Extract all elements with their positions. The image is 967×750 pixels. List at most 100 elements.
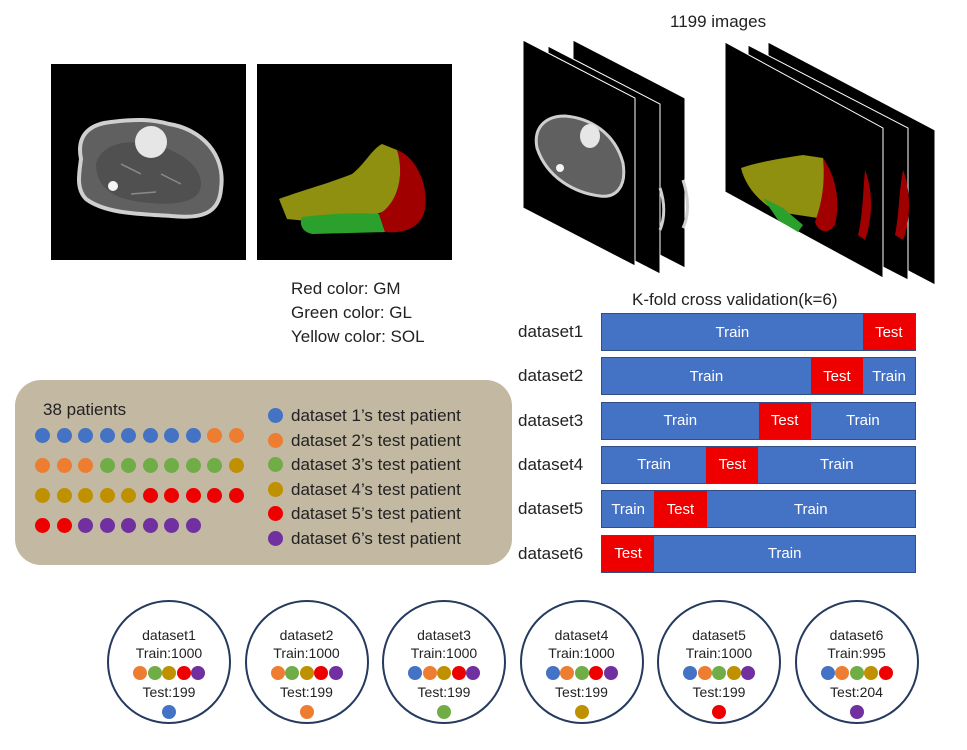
summary-train-dot-orange: [697, 666, 712, 680]
summary-test: Test:199: [417, 684, 471, 700]
cv-segment-train: Train: [793, 500, 828, 518]
cv-fold-label: dataset4: [518, 454, 584, 474]
patient-dot-purple: [185, 518, 201, 533]
summary-train-dot-green: [574, 666, 589, 680]
patient-dot-orange: [35, 458, 50, 473]
summary-train-dot-purple: [741, 666, 755, 680]
patient-dot-purple: [164, 518, 179, 533]
summary-train-dot-green: [285, 666, 299, 680]
cv-fold-label: dataset5: [518, 499, 584, 519]
summary-train-dot-gold: [437, 666, 451, 680]
summary-name: dataset3: [417, 627, 471, 643]
patient-dot-green: [164, 458, 179, 473]
patient-dot-orange: [207, 428, 222, 443]
cv-segment-train: Train: [715, 323, 750, 341]
patient-dot-blue: [56, 428, 72, 443]
summary-train: Train:1000: [273, 645, 340, 661]
summary-train: Train:1000: [135, 645, 203, 661]
legend-dot-gold: [268, 481, 283, 497]
cv-fold-label: dataset6: [518, 543, 584, 563]
cv-segment-train: Train: [663, 412, 698, 430]
legend-label: dataset 4’s test patient: [291, 479, 461, 499]
patient-dot-red: [228, 488, 244, 503]
cv-segment-train: Train: [611, 500, 645, 518]
patient-dot-red: [164, 488, 179, 503]
legend-label: dataset 6’s test patient: [291, 529, 461, 548]
cv-segment-test: Test: [602, 535, 655, 572]
summary-train: Train:1000: [685, 645, 753, 661]
patient-dot-purple: [142, 518, 158, 533]
summary-train-dot-gold: [299, 666, 314, 680]
cv-segment-train: Train: [846, 412, 880, 430]
patient-dot-gold: [121, 488, 136, 503]
patient-dot-gold: [78, 488, 93, 503]
summary-test: Test:199: [692, 684, 746, 700]
summary-name: dataset6: [829, 627, 884, 643]
color-key-yellow: Yellow color: SOL: [291, 327, 425, 346]
patient-dot-green: [185, 458, 201, 473]
patient-dot-gold: [35, 488, 50, 503]
patient-dot-blue: [142, 428, 158, 443]
summary-train-dot-purple: [191, 666, 205, 680]
summary-train-dot-purple: [603, 666, 618, 680]
summary-train-dot-orange: [270, 666, 285, 680]
summary-train-dot-purple: [466, 666, 480, 680]
patient-dot-red: [56, 518, 72, 533]
summary-train-dot-green: [712, 666, 726, 680]
patient-dot-purple: [99, 518, 115, 533]
summary-train-dot-orange: [560, 666, 574, 680]
legend-dot-purple: [268, 531, 283, 546]
summary-train-dot-red: [314, 666, 328, 680]
cv-segment-test: Test: [706, 446, 759, 483]
patient-dot-red: [142, 488, 158, 503]
summary-train-dot-green: [849, 666, 864, 680]
summary-test: Test:199: [280, 684, 333, 700]
legend-label: dataset 5’s test patient: [291, 504, 461, 524]
patient-dot-blue: [185, 428, 201, 443]
mri-slice-image: [51, 64, 246, 260]
mri-image-stack: [522, 39, 689, 275]
patient-dot-red: [35, 518, 50, 533]
summary-name: dataset1: [142, 627, 196, 643]
patient-dot-gold: [56, 488, 72, 503]
patient-dot-blue: [164, 428, 179, 443]
summary-train-dot-gold: [162, 666, 176, 680]
patient-dot-green: [207, 458, 222, 473]
patient-dot-purple: [78, 518, 93, 533]
patient-dot-blue: [78, 428, 93, 443]
summary-test-dot-gold: [574, 705, 589, 719]
legend-dot-red: [268, 506, 283, 522]
patient-dot-gold: [228, 458, 244, 473]
summary-train-dot-red: [589, 666, 603, 680]
patient-dot-purple: [121, 518, 136, 533]
summary-train-dot-blue: [820, 666, 835, 680]
summary-test: Test:199: [142, 684, 196, 700]
summary-train-dot-red: [451, 666, 466, 680]
legend-dot-orange: [268, 432, 283, 448]
summary-train-dot-purple: [328, 666, 343, 680]
color-key-green: Green color: GL: [291, 303, 412, 322]
cv-segment-test: Test: [810, 358, 864, 395]
legend-label: dataset 1’s test patient: [291, 406, 461, 425]
patient-dot-orange: [56, 458, 72, 473]
patient-dot-green: [99, 458, 115, 473]
summary-train-dot-gold: [864, 666, 878, 680]
cv-segment-train: Train: [819, 456, 854, 474]
patient-dot-green: [142, 458, 158, 473]
patient-dot-orange: [78, 458, 93, 473]
mask-image-stack: [724, 41, 936, 285]
cv-segment-test: Test: [758, 402, 811, 439]
summary-test-dot-green: [437, 705, 451, 719]
summary-train-dot-blue: [408, 666, 422, 680]
legend-label: dataset 3’s test patient: [291, 455, 461, 475]
summary-name: dataset2: [279, 627, 334, 643]
summary-train: Train:1000: [548, 645, 615, 661]
summary-test: Test:199: [555, 684, 608, 700]
